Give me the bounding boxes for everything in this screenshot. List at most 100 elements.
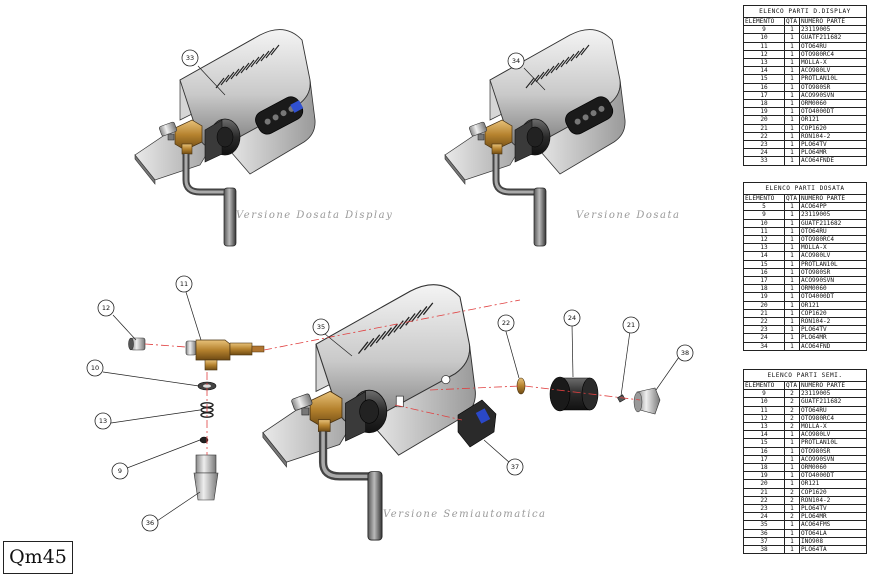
part-number-cell: OR121 <box>799 479 867 489</box>
part-number-cell: ACO64FMS <box>799 520 867 530</box>
part-number-cell: MOLLA-X <box>799 422 867 432</box>
callout-36: 36 <box>141 514 159 532</box>
part-number-cell: PROTLAN10L <box>799 259 867 269</box>
quantity-cell: 2 <box>784 389 800 399</box>
quantity-cell: 1 <box>784 463 800 473</box>
item-number-cell: 11 <box>743 226 785 237</box>
part-number-cell: PLO64TV <box>799 504 867 514</box>
quantity-cell: 2 <box>784 397 800 407</box>
quantity-cell: 1 <box>784 308 800 319</box>
callout-10: 10 <box>86 359 104 377</box>
part-number-cell: ACO980LV <box>799 251 867 261</box>
quantity-cell: 1 <box>784 90 800 101</box>
table-title: ELENCO PARTI DOSATA <box>743 182 867 195</box>
quantity-cell: 1 <box>784 341 800 351</box>
part-number-cell: RON104-2 <box>799 317 867 327</box>
callout-layer: 33 34 12 11 10 13 9 36 35 22 24 21 38 37 <box>86 49 694 532</box>
quantity-cell: 1 <box>784 536 800 547</box>
svg-text:22: 22 <box>502 319 510 327</box>
machine-display-version <box>135 30 315 246</box>
machine-dosata-version <box>445 30 625 246</box>
item-number-cell: 15 <box>743 438 785 448</box>
svg-text:11: 11 <box>180 280 188 288</box>
quantity-cell: 1 <box>784 25 800 35</box>
part-number-cell: GUATF211682 <box>799 397 867 407</box>
quantity-cell: 1 <box>784 156 800 166</box>
quantity-cell: 1 <box>784 74 800 84</box>
quantity-cell: 1 <box>784 131 800 142</box>
item-number-cell: 19 <box>743 292 785 302</box>
item-number-cell: 10 <box>743 33 785 43</box>
drawing-code-label: Qm45 <box>3 541 73 574</box>
callout-33: 33 <box>181 49 199 67</box>
item-number-cell: 38 <box>743 545 785 555</box>
quantity-cell: 1 <box>784 471 800 481</box>
item-number-cell: 24 <box>743 512 785 522</box>
item-number-cell: 21 <box>743 308 785 319</box>
part-number-cell: PLO64MR <box>799 333 867 343</box>
quantity-cell: 2 <box>784 413 800 424</box>
part-number-cell: PROTLAN10L <box>799 74 867 84</box>
quantity-cell: 1 <box>784 276 800 286</box>
part-22-ring <box>516 377 526 395</box>
svg-text:9: 9 <box>118 467 122 475</box>
part-number-cell: ORM0060 <box>799 99 867 109</box>
part-number-cell: ACO64FNDE <box>799 156 867 166</box>
part-number-cell: ACO980LV <box>799 430 867 440</box>
quantity-cell: 2 <box>784 487 800 497</box>
item-number-cell: 14 <box>743 251 785 261</box>
svg-text:37: 37 <box>511 463 519 471</box>
item-number-cell: 13 <box>743 58 785 68</box>
part-number-cell: ACO990SVN <box>799 276 867 286</box>
item-number-cell: 18 <box>743 99 785 109</box>
table-header-cell: ELEMENTO <box>743 16 785 27</box>
quantity-cell: 1 <box>784 66 800 76</box>
part-number-cell: OTO4000DT <box>799 292 867 302</box>
part-number-cell: OTO64RU <box>799 405 867 415</box>
table-header-cell: NUMERO PARTE <box>799 193 867 204</box>
part-number-cell: OR121 <box>799 300 867 310</box>
item-number-cell: 19 <box>743 471 785 481</box>
table-title: ELENCO PARTI SEMI. <box>743 369 867 382</box>
part-number-cell: OTO980RC4 <box>799 49 867 60</box>
quantity-cell: 1 <box>784 251 800 261</box>
quantity-cell: 1 <box>784 82 800 92</box>
quantity-cell: 1 <box>784 300 800 310</box>
part-37-switch <box>457 399 497 448</box>
quantity-cell: 1 <box>784 317 800 327</box>
part-number-cell: ACO980LV <box>799 66 867 76</box>
version-label-display: Versione Dosata Display <box>236 210 393 221</box>
part-number-cell: OTO4000DT <box>799 107 867 117</box>
part-number-cell: ORM0060 <box>799 284 867 294</box>
version-label-semi: Versione Semiautomatica <box>383 509 547 520</box>
part-number-cell: ORM0060 <box>799 463 867 473</box>
callout-35: 35 <box>312 318 330 336</box>
part-38-cap <box>633 387 661 415</box>
item-number-cell: 33 <box>743 156 785 166</box>
svg-text:13: 13 <box>99 417 107 425</box>
callout-21: 21 <box>622 316 640 334</box>
